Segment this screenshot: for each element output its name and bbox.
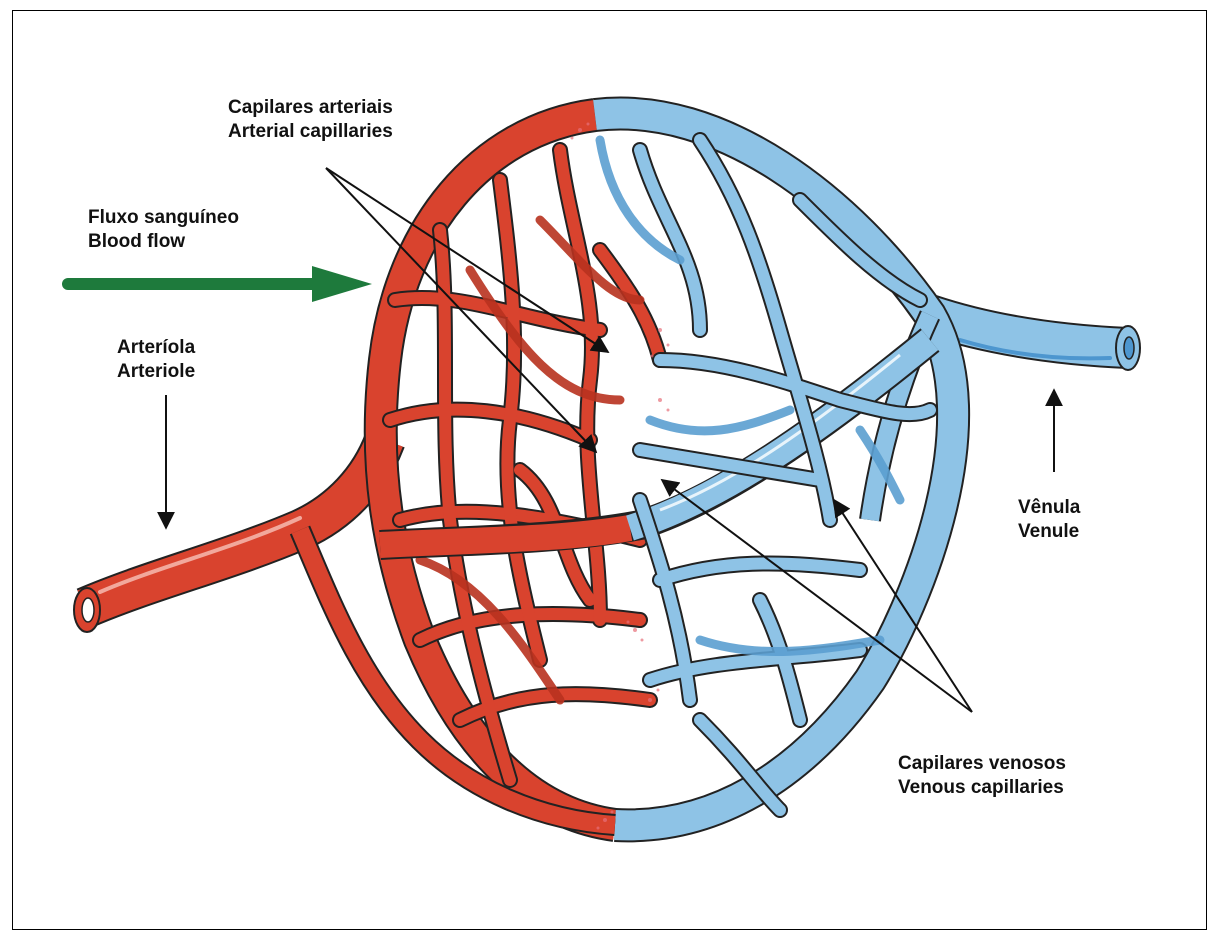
venule-label-en: Venule xyxy=(1018,520,1080,544)
blood-flow-label: Fluxo sanguíneo Blood flow xyxy=(88,206,239,254)
capillary-bed-outer-loop xyxy=(300,114,953,826)
arterial-capillaries-label: Capilares arteriais Arterial capillaries xyxy=(228,96,393,144)
arterial-capillaries-label-pt: Capilares arteriais xyxy=(228,96,393,120)
blood-flow-label-en: Blood flow xyxy=(88,230,239,254)
arteriole-label: Arteríola Arteriole xyxy=(117,336,195,384)
arterial-capillaries-label-en: Arterial capillaries xyxy=(228,120,393,144)
blood-flow-label-pt: Fluxo sanguíneo xyxy=(88,206,239,230)
arteriole-label-en: Arteriole xyxy=(117,360,195,384)
venous-capillaries-label-pt: Capilares venosos xyxy=(898,752,1066,776)
pointer-arrows xyxy=(166,168,1054,712)
venule-label: Vênula Venule xyxy=(1018,496,1080,544)
venous-capillaries-label-en: Venous capillaries xyxy=(898,776,1066,800)
venous-capillaries-label: Capilares venosos Venous capillaries xyxy=(898,752,1066,800)
blood-flow-arrow xyxy=(68,266,372,302)
venule-label-pt: Vênula xyxy=(1018,496,1080,520)
arteriole-label-pt: Arteríola xyxy=(117,336,195,360)
